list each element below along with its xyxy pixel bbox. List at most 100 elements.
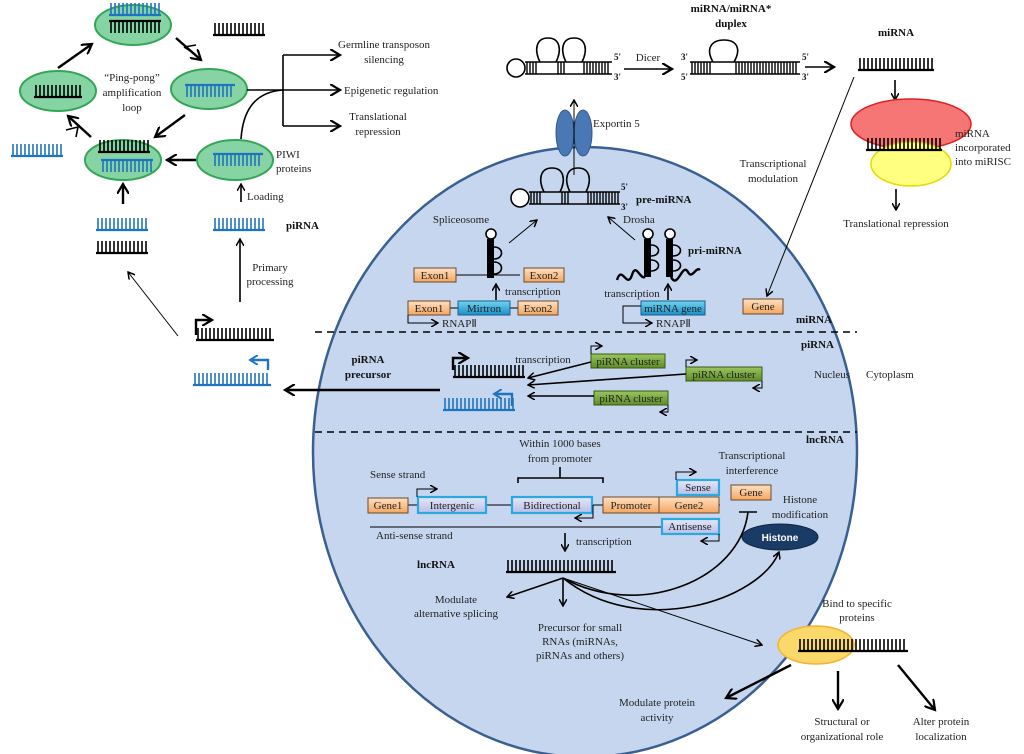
precursor-label-2: precursor	[345, 369, 391, 381]
gene1-label: Gene1	[374, 500, 403, 512]
rna-strand-icon	[96, 218, 148, 232]
spliceosome-label: Spliceosome	[433, 214, 489, 226]
gene-box	[742, 298, 784, 315]
risc-label-3: into miRISC	[955, 156, 1011, 168]
mirna-nuclear: 5' 3' pre-miRNA Spliceosome Drosha Exon1…	[407, 167, 832, 330]
bind-label-1: Bind to specific	[822, 598, 892, 610]
exon2-box	[517, 300, 559, 316]
histone-mod-label-2: modification	[772, 509, 829, 521]
rna-strand-icon	[443, 398, 515, 412]
gene2-box	[658, 496, 720, 514]
stem-rungs	[557, 62, 565, 74]
five-prime-label: 5'	[614, 52, 621, 62]
released-strand	[213, 23, 265, 37]
rna-strand-icon	[101, 158, 153, 172]
three-prime-label: 3'	[614, 72, 621, 82]
duplex-label-2: duplex	[715, 18, 747, 30]
risc-label-1: miRNA	[955, 128, 990, 140]
mirisc-complex: miRNA incorporated into miRISC	[850, 98, 1011, 187]
exon2-box	[523, 267, 565, 283]
alter-localization-1: Alter protein	[913, 716, 970, 728]
precursor-label-1: piRNA	[351, 354, 384, 366]
duplex-label-1: miRNA/miRNA*	[691, 3, 772, 15]
mirna-gene-label: miRNA gene	[644, 303, 702, 315]
alter-localization-2: localization	[915, 731, 967, 743]
pingpong-label-2: amplification	[103, 87, 162, 99]
pingpong-label-3: loop	[122, 102, 142, 114]
function-transposon-2: silencing	[364, 54, 404, 66]
mirna-gene-box	[640, 300, 706, 316]
five-prime-label: 5'	[681, 72, 688, 82]
section-mirna: miRNA	[796, 314, 832, 326]
sense-label: Sense	[685, 482, 711, 494]
rna-strand-icon	[34, 85, 82, 99]
transcriptional-modulation-1: Transcriptional	[740, 158, 807, 170]
stem-rungs	[583, 62, 609, 74]
cluster-label: piRNA cluster	[596, 356, 660, 368]
cytoplasm-label: Cytoplasm	[866, 369, 914, 381]
intergenic-label: Intergenic	[430, 500, 475, 512]
precursor-small-3: piRNAs and others)	[536, 650, 624, 662]
mirna-cytoplasm: 5' 3' Dicer 3' 5' 5' 3' miRNA/miRNA* dup…	[506, 3, 1011, 296]
stem-rungs	[735, 62, 797, 74]
rnap-label: RNAPⅡ	[442, 318, 477, 330]
rna-strand-icon	[866, 138, 942, 152]
pre-mirna-cytoplasm: 5' 3'	[506, 37, 621, 82]
stem-rungs	[691, 62, 711, 74]
function-translational-2: repression	[355, 126, 401, 138]
function-transposon-1: Germline transposon	[338, 39, 430, 51]
piwi-label-2: proteins	[276, 163, 311, 175]
mirna-label: miRNA	[878, 27, 914, 39]
histone-label: Histone	[762, 533, 799, 544]
histone-mod-label-1: Histone	[783, 494, 817, 506]
rna-strand-icon	[96, 241, 148, 255]
splicing-label-1: Modulate	[435, 594, 477, 606]
protein-binding: Bind to specific proteins Modulate prote…	[619, 598, 970, 743]
structural-role-1: Structural or	[814, 716, 870, 728]
primary-processing-label-1: Primary	[252, 262, 288, 274]
piwi-complex-right	[170, 68, 248, 110]
risc-label-2: incorporated	[955, 142, 1011, 154]
mirtron-label: Mirtron	[467, 303, 502, 315]
structural-role-2: organizational role	[801, 731, 884, 743]
released-strand	[11, 144, 63, 158]
intergenic-box	[416, 495, 488, 515]
pri-mirna: pri-miRNA	[615, 228, 742, 282]
dicer-label: Dicer	[636, 52, 661, 64]
five-prime-label: 5'	[621, 182, 628, 192]
rna-strand-icon	[453, 365, 525, 379]
bidirectional-label: Bidirectional	[523, 500, 580, 512]
rna-strand-icon	[193, 373, 271, 387]
pirna-label: piRNA	[286, 220, 319, 232]
function-epigenetic: Epigenetic regulation	[344, 85, 439, 97]
exportin-5: Exportin 5	[555, 100, 640, 175]
bidirectional-box	[510, 495, 594, 515]
precursor-small-1: Precursor for small	[538, 622, 622, 634]
modulate-protein-1: Modulate protein	[619, 697, 696, 709]
exon2-label: Exon2	[524, 303, 553, 315]
transcription-label: transcription	[505, 286, 561, 298]
stem-rungs	[530, 192, 541, 204]
drosha-label: Drosha	[623, 214, 655, 226]
antisense-label: Antisense	[668, 521, 712, 533]
within-label-1: Within 1000 bases	[519, 438, 600, 450]
three-prime-label: 3'	[621, 202, 628, 212]
stem-rungs	[587, 192, 619, 204]
cluster-label: piRNA cluster	[692, 369, 756, 381]
lncrna-label: lncRNA	[417, 559, 455, 571]
mature-mirna	[858, 58, 934, 72]
lncrna-section: lncRNA Within 1000 bases from promoter S…	[367, 434, 844, 662]
gene-label: Gene	[739, 487, 762, 499]
piwi-label-1: PIWI	[276, 149, 300, 161]
splicing-label-2: alternative splicing	[414, 608, 498, 620]
gene2-label: Gene2	[675, 500, 704, 512]
exon1-box	[413, 267, 457, 283]
stem-rungs	[526, 62, 537, 74]
sense-box	[675, 478, 721, 497]
pirna-strand	[213, 218, 265, 232]
histone	[741, 523, 819, 551]
five-prime-label: 5'	[802, 52, 809, 62]
gene-box	[730, 484, 772, 501]
antisense-strand-label: Anti-sense strand	[376, 530, 453, 542]
